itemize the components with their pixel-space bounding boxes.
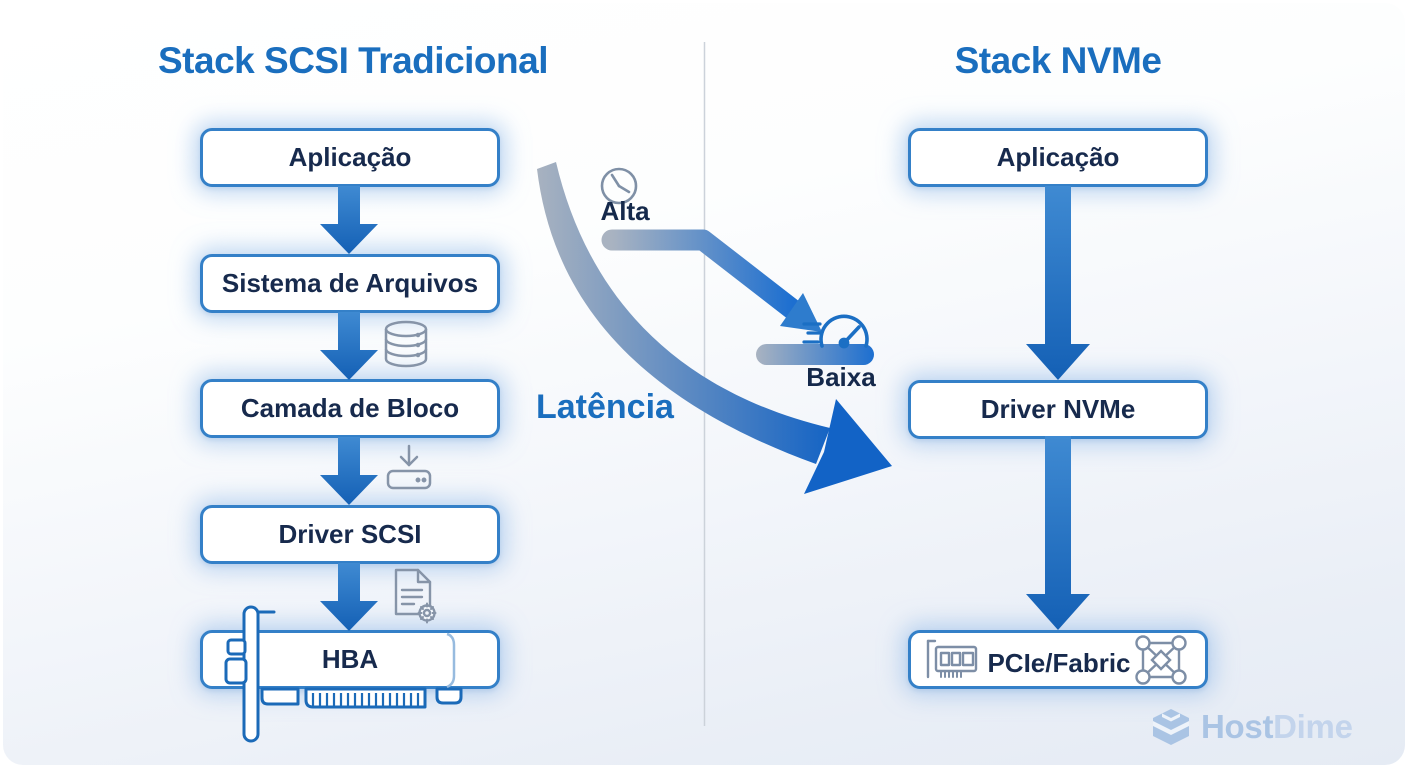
speedometer-icon: [802, 314, 869, 349]
flow-box-label: PCIe/Fabric: [987, 648, 1131, 678]
right-stack-title: Stack NVMe: [954, 40, 1162, 81]
flow-box-aplicacao-nvme: Aplicação: [908, 128, 1208, 187]
flow-box-driver-nvme: Driver NVMe: [908, 380, 1208, 439]
flow-arrow-down: [320, 312, 378, 380]
flow-box-aplicacao-scsi: Aplicação: [200, 128, 500, 187]
install-driver-icon: [386, 444, 432, 490]
brand-name-dime: Dime: [1273, 708, 1353, 745]
flow-arrow-down: [1026, 436, 1090, 630]
latency-label: Latência: [536, 388, 674, 426]
brand-watermark: HostDime: [1150, 708, 1353, 746]
flow-box-camada-bloco: Camada de Bloco: [200, 379, 500, 438]
flow-box-pcie-fabric: PCIe/Fabric: [908, 630, 1208, 689]
flow-arrow-down: [1026, 186, 1090, 380]
high-latency-label: Alta: [600, 196, 650, 226]
database-icon: [384, 320, 428, 368]
low-latency-label: Baixa: [806, 362, 876, 392]
flow-arrow-down: [320, 563, 378, 631]
flow-box-sistema-arquivos: Sistema de Arquivos: [200, 254, 500, 313]
hostdime-logo-icon: [1153, 709, 1189, 745]
document-gear-icon: [394, 568, 437, 624]
fabric-network-icon: [1133, 633, 1193, 694]
flow-arrow-down: [320, 186, 378, 254]
left-stack-title: Stack SCSI Tradicional: [158, 40, 548, 81]
pcie-card-icon: [923, 638, 985, 689]
flow-box-driver-scsi: Driver SCSI: [200, 505, 500, 564]
brand-name-host: Host: [1201, 708, 1274, 745]
flow-arrow-down: [320, 437, 378, 505]
flow-box-hba: HBA: [200, 630, 500, 689]
